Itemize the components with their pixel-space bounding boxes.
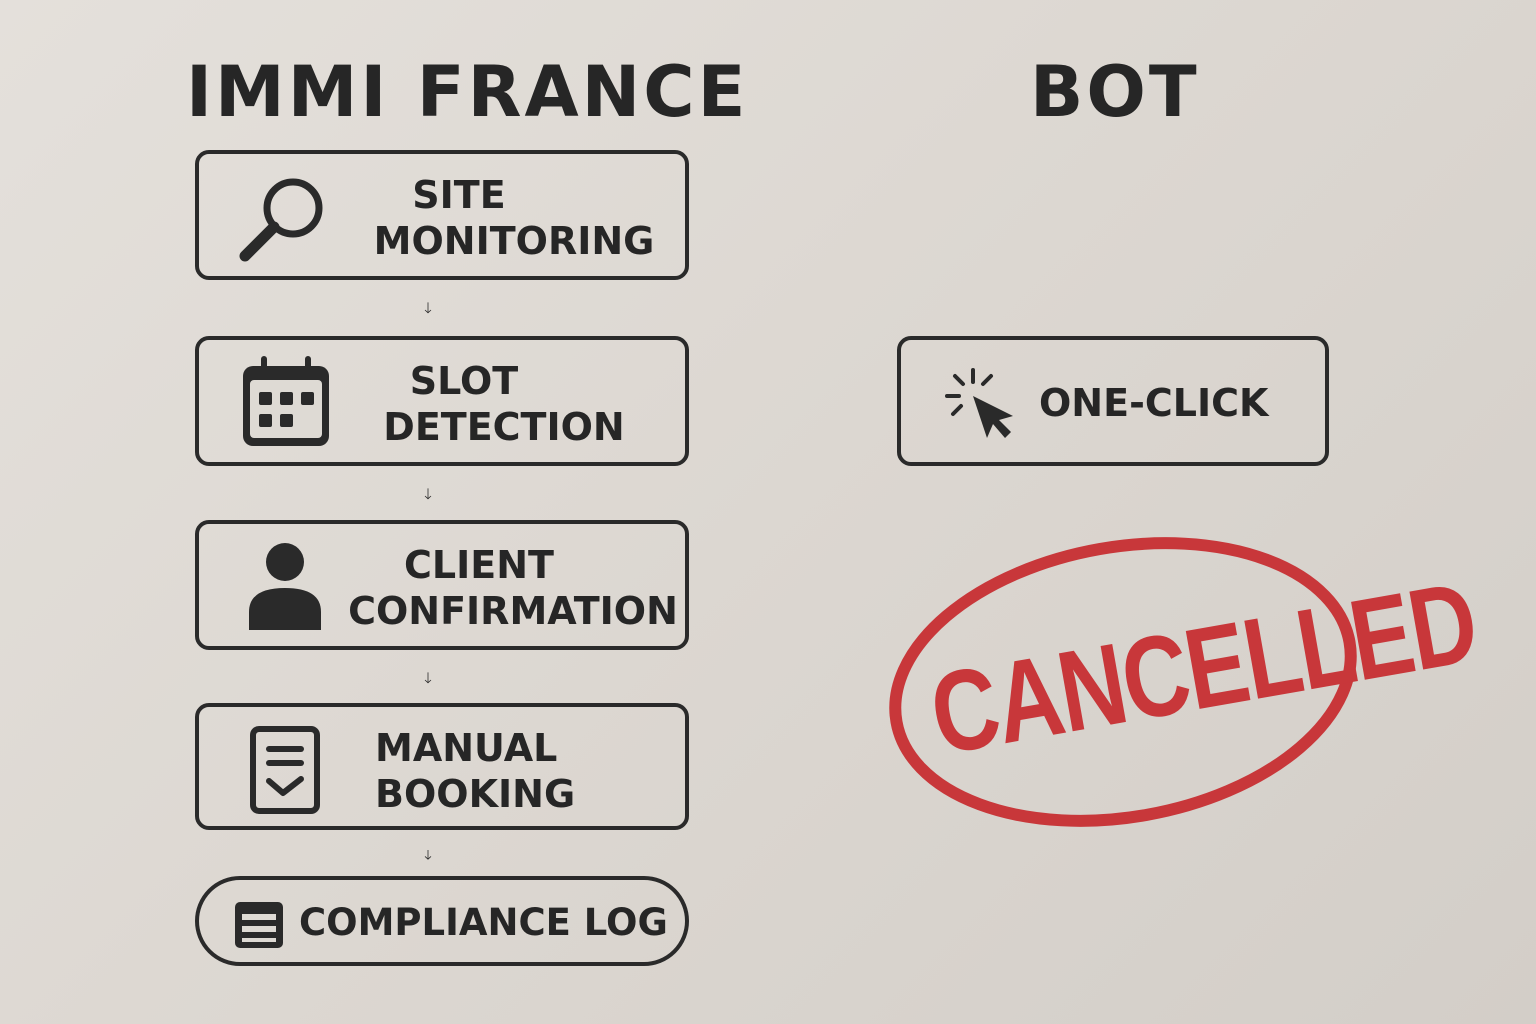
list-icon: [235, 902, 283, 948]
step-label-line2: BOOKING: [375, 772, 576, 816]
step-label-line2: DETECTION: [383, 405, 625, 449]
arrow-down-icon: [424, 488, 432, 500]
step-label-line1: MANUAL: [375, 726, 558, 770]
step-label-line1: SLOT: [409, 359, 519, 403]
checklist-document-icon: [250, 726, 320, 814]
cursor-click-icon: [945, 368, 1013, 438]
arrow-down-icon: [424, 302, 432, 314]
step-label: COMPLIANCE LOG: [299, 901, 668, 944]
calendar-icon: [243, 356, 329, 446]
person-icon: [249, 543, 321, 630]
bot-one-click-box: ONE-CLICK: [897, 336, 1329, 466]
flow-step-compliance-log: COMPLIANCE LOG: [195, 876, 689, 966]
left-title: IMMI FRANCE: [186, 51, 749, 133]
flow-step-client-confirmation: CLIENT CONFIRMATION: [195, 520, 689, 650]
arrow-down-icon: [424, 850, 432, 860]
magnifier-icon: [239, 178, 323, 262]
step-label-line1: SITE: [412, 173, 506, 217]
flow-step-slot-detection: SLOT DETECTION: [195, 336, 689, 466]
step-label-line2: MONITORING: [373, 219, 655, 263]
flow-step-manual-booking: MANUAL BOOKING: [195, 703, 689, 830]
cancelled-stamp: [889, 537, 1357, 827]
right-title: BOT: [1030, 51, 1200, 133]
bot-label: ONE-CLICK: [1039, 381, 1269, 425]
step-label-line2: CONFIRMATION: [348, 589, 678, 633]
arrow-down-icon: [424, 672, 432, 684]
step-label-line1: CLIENT: [404, 543, 554, 587]
flow-step-site-monitoring: SITE MONITORING: [195, 150, 689, 280]
